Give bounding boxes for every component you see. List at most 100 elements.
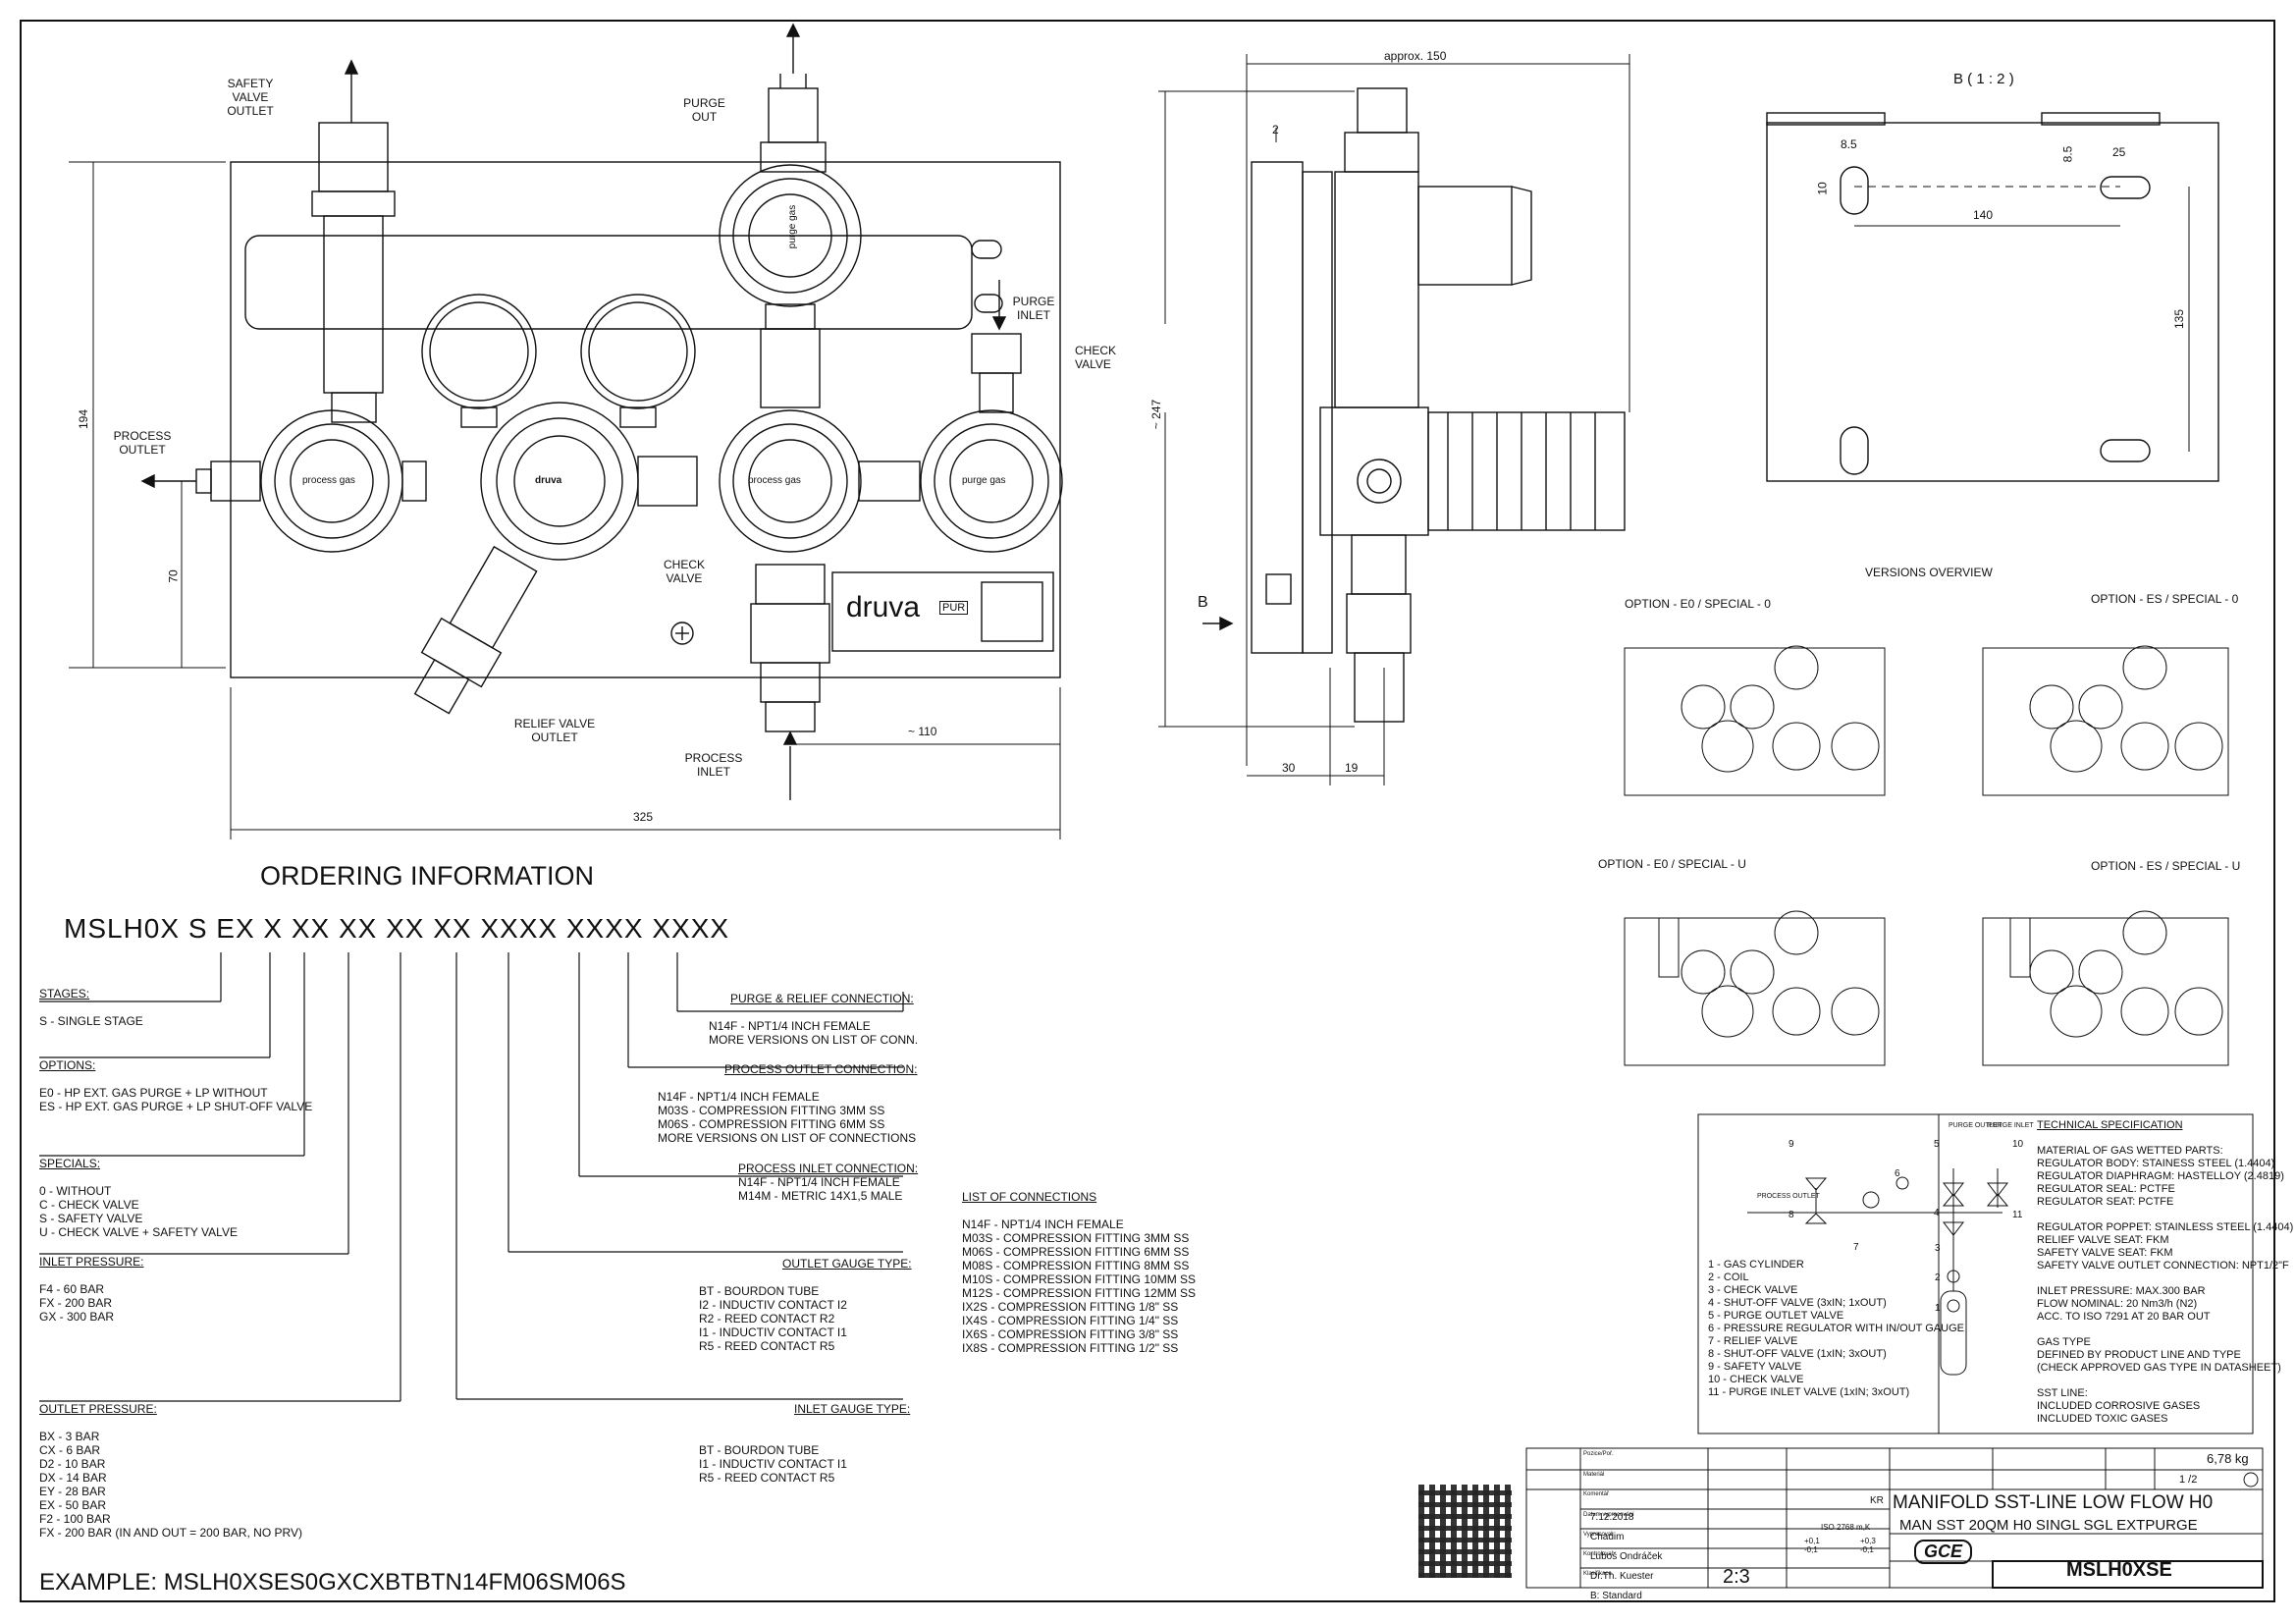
process-outlet-section: PROCESS OUTLET CONNECTION: N14F - NPT1/4… <box>658 1062 918 1145</box>
tb-small-7: Klasifikace <box>1583 1571 1612 1577</box>
front-view <box>69 23 1063 839</box>
dim-height: 194 <box>77 408 91 430</box>
drawing-frame <box>20 20 2275 1602</box>
tb-scale: 2:3 <box>1723 1566 1750 1588</box>
reg1-label: process gas <box>302 475 355 486</box>
schem-num-9: 9 <box>1789 1139 1794 1150</box>
tb-title2: MAN SST 20QM H0 SINGL SGL EXTPURGE <box>1899 1517 2198 1534</box>
schematic <box>1697 1113 2254 1434</box>
reg3-label: process gas <box>748 475 801 486</box>
schem-num-6: 6 <box>1895 1168 1900 1179</box>
tb-small-3: Komentář <box>1583 1491 1610 1497</box>
tb-tol-b: +0,3-0,1 <box>1860 1537 1876 1554</box>
option-e0-0: OPTION - E0 / SPECIAL - 0 <box>1625 597 1771 611</box>
schem-num-5: 5 <box>1934 1139 1940 1150</box>
tb-checked: Luboš Ondráček <box>1590 1551 1663 1562</box>
side-view <box>1158 54 1630 785</box>
option-es-u: OPTION - ES / SPECIAL - U <box>2091 859 2241 873</box>
qr-code <box>1418 1485 1512 1578</box>
purge-top-label: purge gas <box>787 204 799 249</box>
b-marker: B <box>1198 594 1208 611</box>
tb-standard: B: Standard <box>1590 1591 1642 1601</box>
tb-title1: MANIFOLD SST-LINE LOW FLOW H0 <box>1893 1492 2214 1513</box>
schem-num-3: 3 <box>1935 1243 1941 1254</box>
tb-small-4: Datum vypracování <box>1583 1512 1634 1518</box>
option-e0-u: OPTION - E0 / SPECIAL - U <box>1598 857 1746 871</box>
schem-num-11: 11 <box>2012 1210 2023 1220</box>
tb-weight: 6,78 kg <box>2207 1451 2249 1466</box>
schem-process-outlet: PROCESS OUTLET <box>1757 1193 1820 1200</box>
tech-spec: TECHNICAL SPECIFICATION MATERIAL OF GAS … <box>2037 1119 2294 1425</box>
schem-purge-outlet: PURGE OUTLET <box>1949 1122 2002 1129</box>
dim-110: ~ 110 <box>908 725 937 738</box>
schem-num-10: 10 <box>2012 1139 2024 1150</box>
options-section: OPTIONS: E0 - HP EXT. GAS PURGE + LP WIT… <box>39 1058 313 1113</box>
ordering-code: MSLH0X S EX X XX XX XX XX XXXX XXXX XXXX <box>64 913 730 944</box>
connections-list: LIST OF CONNECTIONS N14F - NPT1/4 INCH F… <box>962 1190 1197 1355</box>
tb-iso: ISO 2768 m,K <box>1821 1523 1871 1532</box>
side-dim-19: 19 <box>1345 761 1359 775</box>
detail-title: B ( 1 : 2 ) <box>1953 71 2014 87</box>
druva-plate: druva <box>846 591 921 623</box>
stages-section: STAGES: S - SINGLE STAGE <box>39 987 143 1028</box>
tb-small-5: Vypracoval <box>1583 1532 1613 1538</box>
dim-width: 325 <box>633 810 654 824</box>
purge-relief-section: PURGE & RELIEF CONNECTION: N14F - NPT1/4… <box>709 992 919 1047</box>
detail-d135: 135 <box>2172 308 2187 330</box>
detail-d85a: 8.5 <box>1841 137 1857 151</box>
version-thumbnails <box>1624 645 2229 1066</box>
pur-badge: PUR <box>939 601 969 615</box>
schem-num-1: 1 <box>1935 1303 1941 1314</box>
detail-b-view <box>1766 112 2219 482</box>
druva-regulator-label: druva <box>535 475 562 486</box>
detail-d85b: 8.5 <box>2060 145 2075 163</box>
tb-approved: Dr.Th. Kuester <box>1590 1571 1654 1582</box>
detail-d140: 140 <box>1973 208 1994 222</box>
schem-num-4: 4 <box>1934 1208 1940 1218</box>
tb-sheet: 1 /2 <box>2179 1474 2198 1486</box>
ordering-leaders <box>39 952 904 1402</box>
reg4-label: purge gas <box>962 475 1006 486</box>
title-block-grid <box>1525 1447 2264 1589</box>
dim-70: 70 <box>166 569 181 583</box>
example-code: EXAMPLE: MSLH0XSES0GXCXBTBTN14FM06SM06S <box>39 1569 626 1596</box>
tb-small-2: Materiál <box>1583 1472 1605 1478</box>
option-es-0: OPTION - ES / SPECIAL - 0 <box>2091 592 2239 606</box>
tb-part-number: MSLH0XSE <box>2066 1559 2172 1581</box>
tb-date: 7.12.2018 <box>1590 1512 1634 1523</box>
gce-logo: GCE <box>1914 1540 1973 1564</box>
tb-drawn: Chadim <box>1590 1532 1625 1542</box>
schem-num-7: 7 <box>1853 1242 1859 1253</box>
tb-kr: KR <box>1870 1495 1884 1506</box>
schem-num-2: 2 <box>1935 1272 1941 1283</box>
detail-d10: 10 <box>1815 182 1830 195</box>
ordering-title: ORDERING INFORMATION <box>260 861 594 891</box>
schem-num-8: 8 <box>1789 1210 1794 1220</box>
process-inlet-section: PROCESS INLET CONNECTION:N14F - NPT1/4 I… <box>738 1162 919 1203</box>
side-dim-247: ~ 247 <box>1149 399 1164 430</box>
side-approx: approx. 150 <box>1384 49 1447 63</box>
tb-small-6: Kontroloval <box>1583 1551 1614 1557</box>
side-dim-30: 30 <box>1282 761 1296 775</box>
detail-d25: 25 <box>2112 145 2126 159</box>
side-dim-2: 2 <box>1272 123 1279 136</box>
versions-title: VERSIONS OVERVIEW <box>1865 566 1993 579</box>
tb-small-1: Pozice/Poř. <box>1583 1451 1614 1457</box>
schem-purge-inlet: PURGE INLET <box>1988 1122 2034 1129</box>
tb-tol-a: +0,1-0,1 <box>1804 1537 1820 1554</box>
